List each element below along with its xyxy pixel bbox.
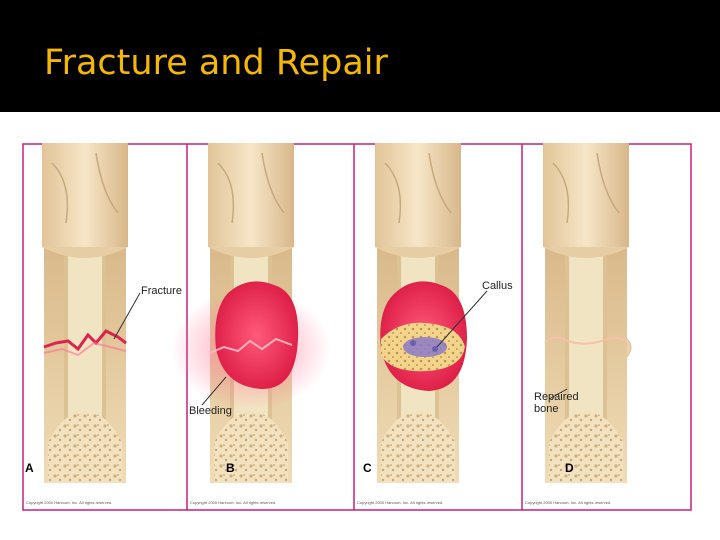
panel-letter-a: A bbox=[25, 461, 34, 475]
fracture-repair-figure: A B C D Fracture Bleeding Callus Repaire… bbox=[22, 143, 692, 511]
panel-c-illustration bbox=[374, 143, 488, 484]
callout-repaired-bone: Repaired bone bbox=[534, 391, 579, 415]
panel-letter-c: C bbox=[363, 461, 372, 475]
panel-letter-b: B bbox=[226, 461, 235, 475]
panel-a-illustration bbox=[41, 143, 141, 484]
callout-callus: Callus bbox=[482, 280, 513, 292]
slide-title: Fracture and Repair bbox=[44, 43, 388, 83]
credit-panel-b: Copyright 2000 Harcourt, Inc. All rights… bbox=[190, 500, 277, 505]
credit-panel-c: Copyright 2000 Harcourt, Inc. All rights… bbox=[357, 500, 444, 505]
callout-bleeding: Bleeding bbox=[189, 405, 232, 417]
credit-panel-a: Copyright 2000 Harcourt, Inc. All rights… bbox=[26, 500, 113, 505]
credit-panel-d: Copyright 2000 Harcourt, Inc. All rights… bbox=[525, 500, 612, 505]
panel-d-illustration bbox=[542, 143, 632, 484]
callout-fracture: Fracture bbox=[141, 285, 182, 297]
figure-frame bbox=[22, 143, 692, 511]
panel-letter-d: D bbox=[565, 461, 574, 475]
title-bar: Fracture and Repair bbox=[0, 0, 720, 112]
panel-b-illustration bbox=[171, 143, 331, 484]
